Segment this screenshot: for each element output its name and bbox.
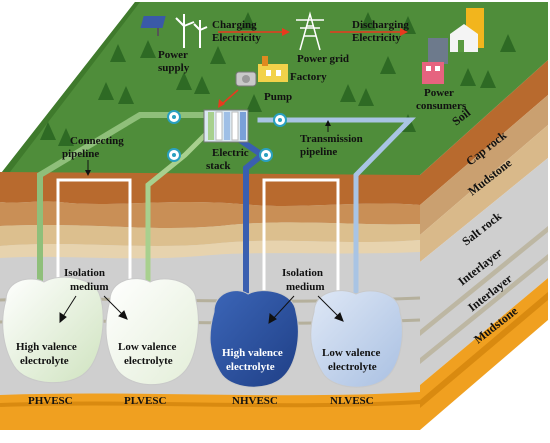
label-isolation-left: Isolation medium xyxy=(64,267,109,293)
pump-icon xyxy=(235,71,257,87)
label-isolation-right: Isolation medium xyxy=(282,267,326,293)
solar-panel-icon xyxy=(140,16,166,36)
label-charging: Charging Electricity xyxy=(212,19,261,44)
label-pump: Pump xyxy=(264,91,292,103)
arrow-pump-icon xyxy=(218,89,239,108)
label-discharging: Discharging Electricity xyxy=(352,19,412,44)
arrow-discharging-icon xyxy=(330,28,408,36)
arrow-connecting-icon xyxy=(85,160,91,176)
cavern-name-nlvesc: NLVESC xyxy=(330,395,374,407)
buildings-icon xyxy=(422,8,484,84)
arrow-charging-icon xyxy=(218,28,290,36)
cavern-plvesc xyxy=(105,278,199,386)
factory-icon xyxy=(258,56,288,82)
power-grid-tower-icon xyxy=(296,11,324,51)
label-factory: Factory xyxy=(290,71,327,83)
cavern-nlvesc xyxy=(310,290,403,388)
cavern-label-plvesc: Low valence electrolyte xyxy=(118,341,179,367)
cavern-name-plvesc: PLVESC xyxy=(124,395,166,407)
arrow-transmission-icon xyxy=(325,120,331,132)
valve-icons xyxy=(167,110,287,162)
label-power-consumers: Power consumers xyxy=(416,87,467,112)
isolation-pipes xyxy=(56,178,340,318)
wind-turbine-icon xyxy=(175,14,208,48)
side-strata xyxy=(420,60,548,430)
label-electric-stack: Electric stack xyxy=(206,147,251,172)
isolation-arrows-icon xyxy=(59,295,344,324)
cavern-label-nhvesc: High valence electrolyte xyxy=(222,347,286,373)
electric-stack-icon xyxy=(203,109,249,143)
cavern-name-nhvesc: NHVESC xyxy=(232,395,278,407)
label-power-supply: Power supply xyxy=(158,49,190,74)
label-power-grid: Power grid xyxy=(297,53,349,65)
cavern-name-phvesc: PHVESC xyxy=(28,395,73,407)
cavern-label-nlvesc: Low valence electrolyte xyxy=(322,347,383,373)
cavern-phvesc xyxy=(2,276,104,384)
label-connecting-pipeline: Connecting pipeline xyxy=(62,135,127,160)
label-transmission-pipeline: Transmission pipeline xyxy=(300,133,366,158)
cavern-label-phvesc: High valence electrolyte xyxy=(16,341,80,367)
